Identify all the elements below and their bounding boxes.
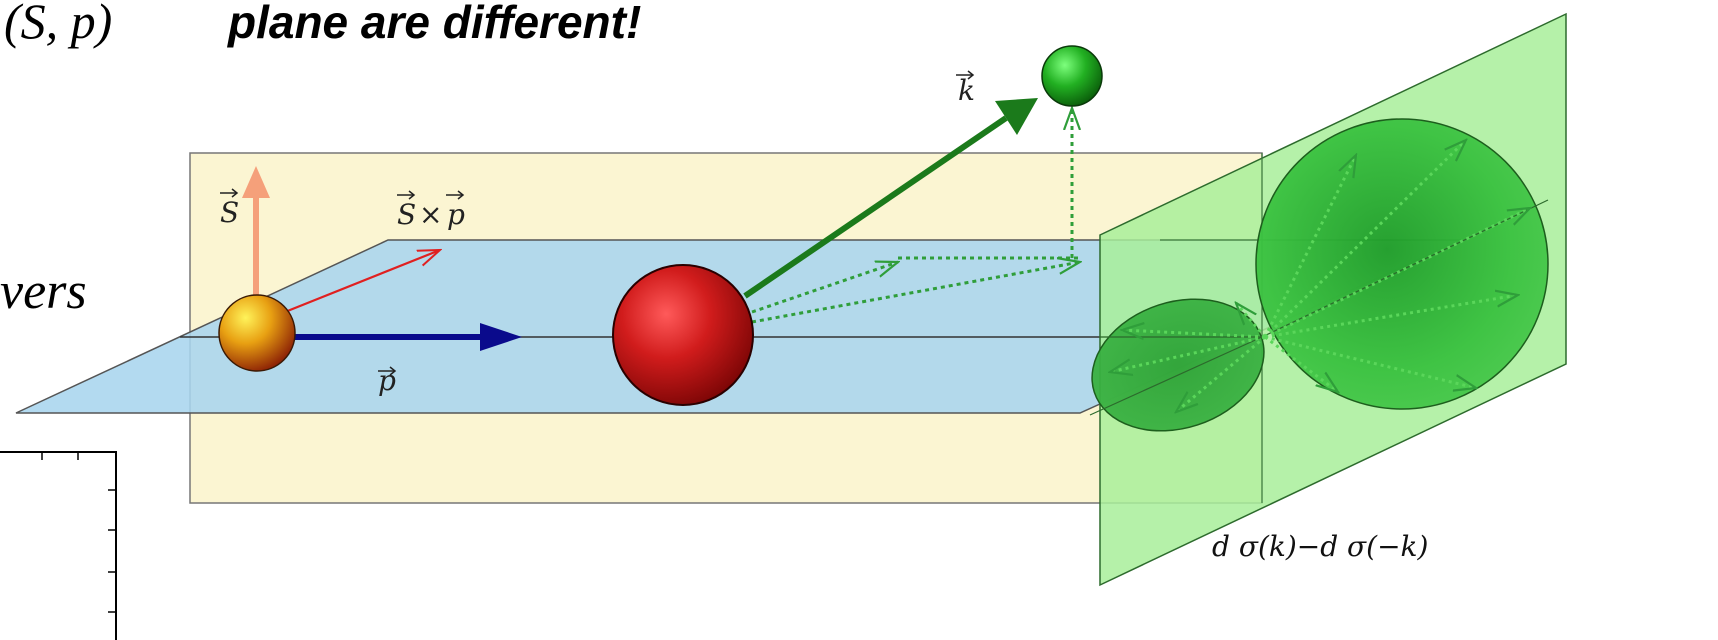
title: (S, p) plane are different! bbox=[4, 0, 641, 49]
large-lobe bbox=[1255, 118, 1549, 410]
p-label-text: p bbox=[378, 364, 396, 397]
cross-label-times: × bbox=[419, 198, 442, 231]
target-sphere bbox=[612, 264, 754, 406]
outgoing-sphere bbox=[1041, 45, 1103, 107]
title-math: (S, p) bbox=[4, 0, 112, 49]
dotted-scatter-arrows bbox=[751, 108, 1080, 324]
projectile-sphere bbox=[218, 294, 296, 372]
cross-product-vector bbox=[269, 250, 440, 320]
p-label: p bbox=[378, 364, 397, 397]
cropped-plot-frame bbox=[0, 451, 117, 640]
left-fragment-text: vers bbox=[0, 263, 87, 320]
lobe-radial-arrows bbox=[1110, 140, 1530, 412]
vector-labels: k S S × p p bbox=[220, 70, 975, 397]
k-label: k bbox=[956, 70, 975, 107]
spin-vector bbox=[242, 166, 270, 300]
cross-label: S × p bbox=[397, 190, 465, 231]
k-vector bbox=[743, 98, 1038, 299]
title-text: plane are different! bbox=[226, 0, 641, 48]
momentum-vector bbox=[280, 323, 522, 351]
k-label-text: k bbox=[958, 74, 975, 107]
cross-label-s: S bbox=[397, 198, 416, 231]
cross-label-p: p bbox=[447, 198, 465, 231]
asymmetry-formula: d σ(k)−d σ(−k) bbox=[1212, 530, 1428, 563]
s-label-text: S bbox=[220, 196, 239, 229]
s-label: S bbox=[220, 188, 239, 229]
